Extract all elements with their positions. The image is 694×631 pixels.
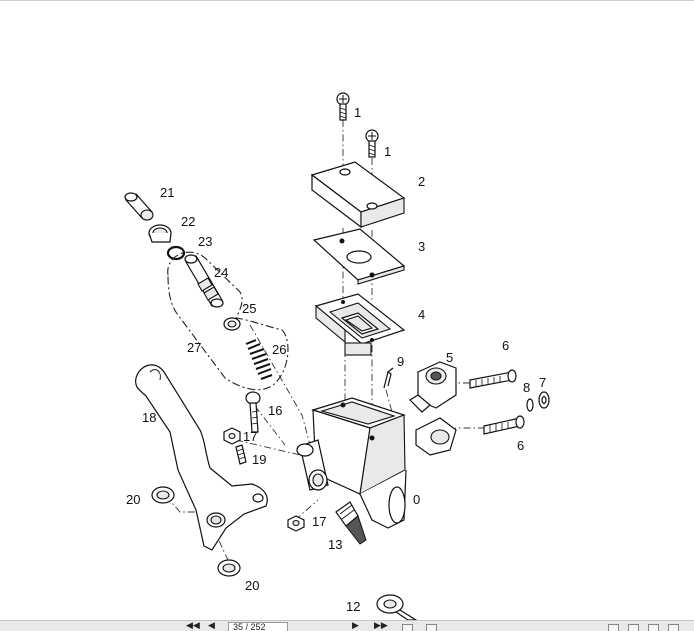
callout-labels: 1 1 2 3 4 5 6 6 7 8 9 0 12 13 16 17 17 1… xyxy=(126,105,546,614)
viewer-toolbar: ◀◀ ◀ 35 / 252 ▶ ▶▶ xyxy=(0,620,694,631)
callout-9: 9 xyxy=(397,354,404,369)
zoom-icon[interactable] xyxy=(426,624,437,631)
toolbar-icon-a[interactable] xyxy=(608,624,619,631)
piston-assembly-group-27 xyxy=(167,251,289,391)
nut-part-17a xyxy=(223,427,241,445)
cover-plate-part-3 xyxy=(312,228,406,285)
screw-part-1a xyxy=(336,92,350,121)
callout-1b: 1 xyxy=(384,144,391,159)
callout-2: 2 xyxy=(418,174,425,189)
bolt-part-6b xyxy=(483,415,525,435)
washer-part-20b xyxy=(217,559,241,577)
reservoir-cover-part-2 xyxy=(310,161,406,229)
brake-lever-part-18 xyxy=(135,364,268,551)
callout-20a: 20 xyxy=(126,492,140,507)
callout-12: 12 xyxy=(346,599,360,614)
screw-part-1b xyxy=(365,129,379,158)
callout-22: 22 xyxy=(181,214,195,229)
callout-21: 21 xyxy=(160,185,174,200)
toolbar-icon-d[interactable] xyxy=(668,624,679,631)
callout-17b: 17 xyxy=(312,514,326,529)
callout-17a: 17 xyxy=(243,429,257,444)
brake-switch-part-13 xyxy=(335,501,367,545)
callout-27: 27 xyxy=(187,340,201,355)
nut-part-17b xyxy=(287,515,305,532)
seal-part-25 xyxy=(223,317,241,331)
page-number-input[interactable]: 35 / 252 xyxy=(228,622,288,631)
callout-3: 3 xyxy=(418,239,425,254)
diaphragm-part-4 xyxy=(314,293,406,356)
washer-part-8 xyxy=(526,398,534,412)
callout-24: 24 xyxy=(214,265,228,280)
handlebar-clamp-part-5 xyxy=(409,361,457,456)
callout-25: 25 xyxy=(242,301,256,316)
piston-part-24 xyxy=(184,254,224,308)
callout-19: 19 xyxy=(252,452,266,467)
callout-7: 7 xyxy=(539,375,546,390)
callout-18: 18 xyxy=(142,410,156,425)
o-ring-part-23 xyxy=(166,245,186,261)
callout-1a: 1 xyxy=(354,105,361,120)
cap-part-22 xyxy=(148,224,172,243)
set-screw-part-19 xyxy=(235,444,247,465)
master-cylinder-body-part-0 xyxy=(296,397,407,529)
callout-16: 16 xyxy=(268,403,282,418)
callout-23: 23 xyxy=(198,234,212,249)
toolbar-icon-b[interactable] xyxy=(628,624,639,631)
window-top-border xyxy=(0,0,694,1)
spring-part-26 xyxy=(245,339,273,380)
callout-6b: 6 xyxy=(517,438,524,453)
next-page-button[interactable]: ▶ xyxy=(352,621,359,631)
washer-part-20a xyxy=(151,486,175,504)
pivot-bolt-part-16 xyxy=(245,391,261,433)
callout-8: 8 xyxy=(523,380,530,395)
fit-page-icon[interactable] xyxy=(402,624,413,631)
prev-page-button[interactable]: ◀ xyxy=(208,621,215,631)
toolbar-icon-c[interactable] xyxy=(648,624,659,631)
first-page-button[interactable]: ◀◀ xyxy=(186,621,200,631)
bleed-nipple-part-21 xyxy=(124,192,154,221)
callout-6a: 6 xyxy=(502,338,509,353)
callout-26: 26 xyxy=(272,342,286,357)
callout-4: 4 xyxy=(418,307,425,322)
callout-5: 5 xyxy=(446,350,453,365)
callout-20b: 20 xyxy=(245,578,259,593)
last-page-button[interactable]: ▶▶ xyxy=(374,621,388,631)
banjo-fitting-part-12 xyxy=(376,594,418,620)
clip-part-9 xyxy=(383,367,394,389)
bolt-part-6a xyxy=(469,369,517,389)
washer-part-7 xyxy=(538,391,550,409)
callout-0: 0 xyxy=(413,492,420,507)
callout-13: 13 xyxy=(328,537,342,552)
